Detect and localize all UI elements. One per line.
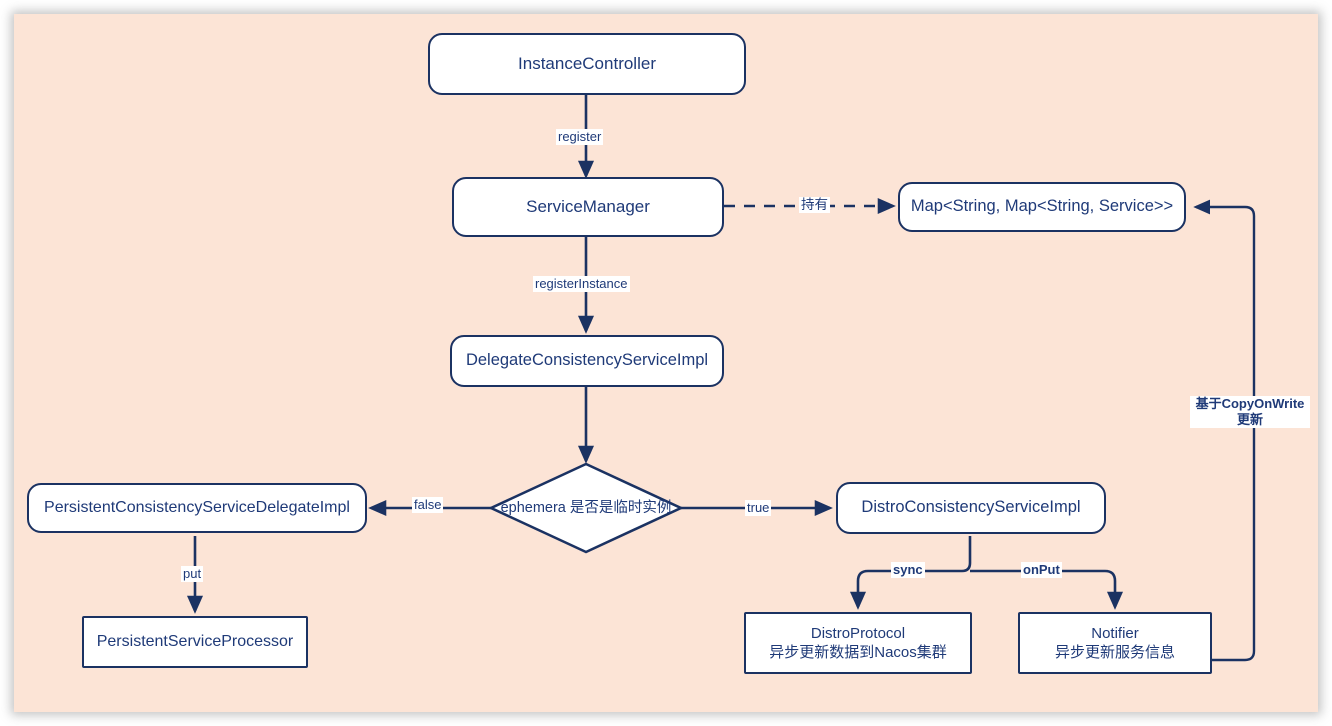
edge-label-false-branch: false bbox=[412, 497, 444, 513]
node-notifier[interactable]: Notifier 异步更新服务信息 bbox=[1018, 612, 1212, 674]
edge-label-register-instance: registerInstance bbox=[533, 276, 630, 292]
node-instance-controller[interactable]: InstanceController bbox=[428, 33, 746, 95]
diamond-shape bbox=[488, 462, 684, 554]
edge-label-true-branch: true bbox=[745, 500, 772, 516]
edge-label-put: put bbox=[181, 566, 204, 582]
node-instance-controller-label: InstanceController bbox=[518, 54, 656, 74]
edge-label-copy-on-write-update-line1: 基于CopyOnWrite bbox=[1195, 396, 1305, 411]
edge-label-copy-on-write-update-line2: 更新 bbox=[1236, 411, 1263, 427]
node-notifier-label-line2: 异步更新服务信息 bbox=[1054, 644, 1175, 661]
node-distro-consistency-service-impl-label: DistroConsistencyServiceImpl bbox=[861, 498, 1081, 517]
edge-label-hold: 持有 bbox=[799, 197, 830, 214]
node-ephemeral-decision-label-line2: 是否是临时实例 bbox=[569, 499, 672, 516]
edge-label-sync: sync bbox=[891, 562, 925, 578]
node-ephemeral-decision[interactable]: ephemera 是否是临时实例 bbox=[488, 461, 684, 555]
node-distro-protocol-label-line1: DistroProtocol bbox=[810, 624, 906, 642]
node-service-map-label: Map<String, Map<String, Service>> bbox=[910, 197, 1174, 216]
node-ephemeral-decision-label-line1: ephemera bbox=[500, 499, 566, 516]
edge-label-on-put: onPut bbox=[1021, 562, 1062, 578]
node-distro-protocol[interactable]: DistroProtocol 异步更新数据到Nacos集群 bbox=[744, 612, 972, 674]
node-persistent-service-processor[interactable]: PersistentServiceProcessor bbox=[82, 616, 308, 668]
node-persistent-consistency-service-delegate-impl-label: PersistentConsistencyServiceDelegateImpl bbox=[44, 498, 350, 516]
node-persistent-consistency-service-delegate-impl[interactable]: PersistentConsistencyServiceDelegateImpl bbox=[27, 483, 367, 533]
node-delegate-consistency-service-impl[interactable]: DelegateConsistencyServiceImpl bbox=[450, 335, 724, 387]
node-service-manager[interactable]: ServiceManager bbox=[452, 177, 724, 237]
node-service-map[interactable]: Map<String, Map<String, Service>> bbox=[898, 182, 1186, 232]
node-delegate-consistency-service-impl-label: DelegateConsistencyServiceImpl bbox=[465, 351, 709, 370]
node-notifier-label-line1: Notifier bbox=[1091, 624, 1139, 642]
node-service-manager-label: ServiceManager bbox=[526, 197, 650, 217]
node-persistent-service-processor-label: PersistentServiceProcessor bbox=[96, 632, 294, 650]
node-distro-protocol-label-line2: 异步更新数据到Nacos集群 bbox=[769, 644, 947, 661]
edge-label-register: register bbox=[556, 129, 604, 145]
edge-label-copy-on-write-update: 基于CopyOnWrite 更新 bbox=[1190, 396, 1310, 428]
node-distro-consistency-service-impl[interactable]: DistroConsistencyServiceImpl bbox=[836, 482, 1106, 534]
